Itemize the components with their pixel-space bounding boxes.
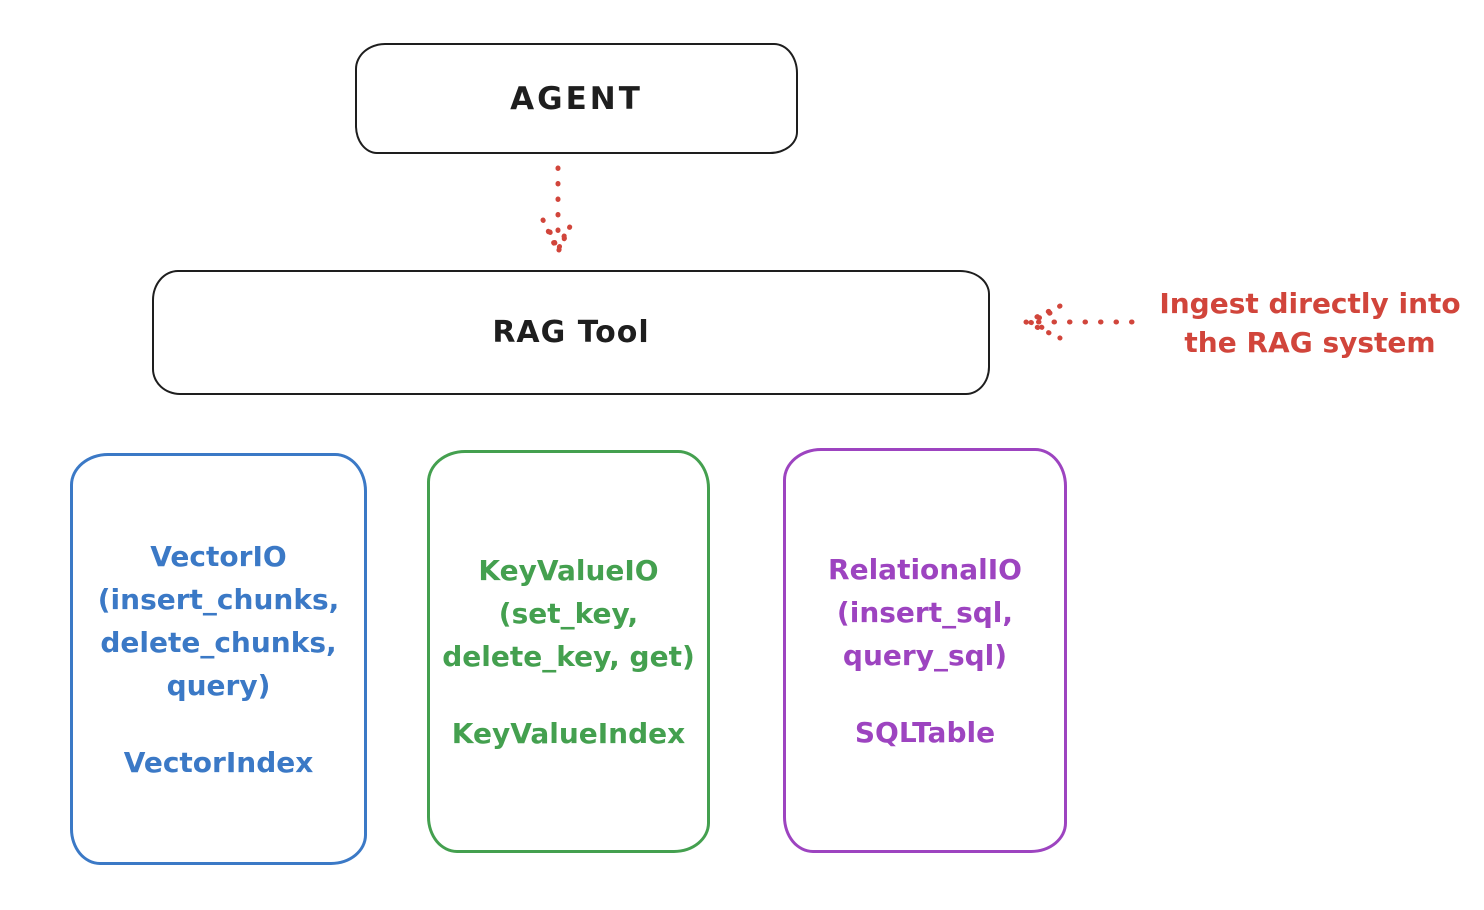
backend-line: query) [166, 668, 271, 702]
relationalio-node: RelationalIO (insert_sql, query_sql) SQL… [783, 448, 1067, 853]
ingest-annotation-line1: Ingest directly into [1159, 287, 1461, 320]
vectorindex-label: VectorIndex [123, 745, 314, 779]
rag-tool-label: RAG Tool [492, 315, 650, 350]
vectorio-node: VectorIO (insert_chunks, delete_chunks, … [70, 453, 367, 865]
backend-line: VectorIO [150, 539, 287, 573]
agent-node: AGENT [355, 43, 798, 154]
keyvalueio-signature: KeyValueIO (set_key, delete_key, get) [442, 549, 695, 678]
backend-line: (insert_chunks, [97, 582, 340, 616]
backend-line: RelationalIO [828, 552, 1022, 586]
ingest-annotation: Ingest directly into the RAG system [1138, 284, 1482, 362]
keyvalueindex-label: KeyValueIndex [451, 716, 686, 750]
arrow-annotation-to-ragtool-icon [1023, 303, 1135, 341]
backend-line: (set_key, [498, 596, 639, 630]
backend-line: KeyValueIO [478, 553, 659, 587]
keyvalueio-node: KeyValueIO (set_key, delete_key, get) Ke… [427, 450, 710, 853]
backend-line: delete_key, get) [442, 639, 695, 673]
rag-tool-node: RAG Tool [152, 270, 990, 395]
sqltable-label: SQLTable [854, 715, 996, 749]
backend-line: query_sql) [842, 638, 1008, 672]
ingest-annotation-line2: the RAG system [1184, 326, 1436, 359]
relationalio-signature: RelationalIO (insert_sql, query_sql) [828, 548, 1022, 677]
vectorio-signature: VectorIO (insert_chunks, delete_chunks, … [98, 535, 340, 707]
arrow-agent-to-ragtool-icon [540, 165, 576, 255]
backend-line: (insert_sql, [836, 595, 1014, 629]
backend-line: delete_chunks, [100, 625, 337, 659]
agent-label: AGENT [510, 80, 643, 117]
